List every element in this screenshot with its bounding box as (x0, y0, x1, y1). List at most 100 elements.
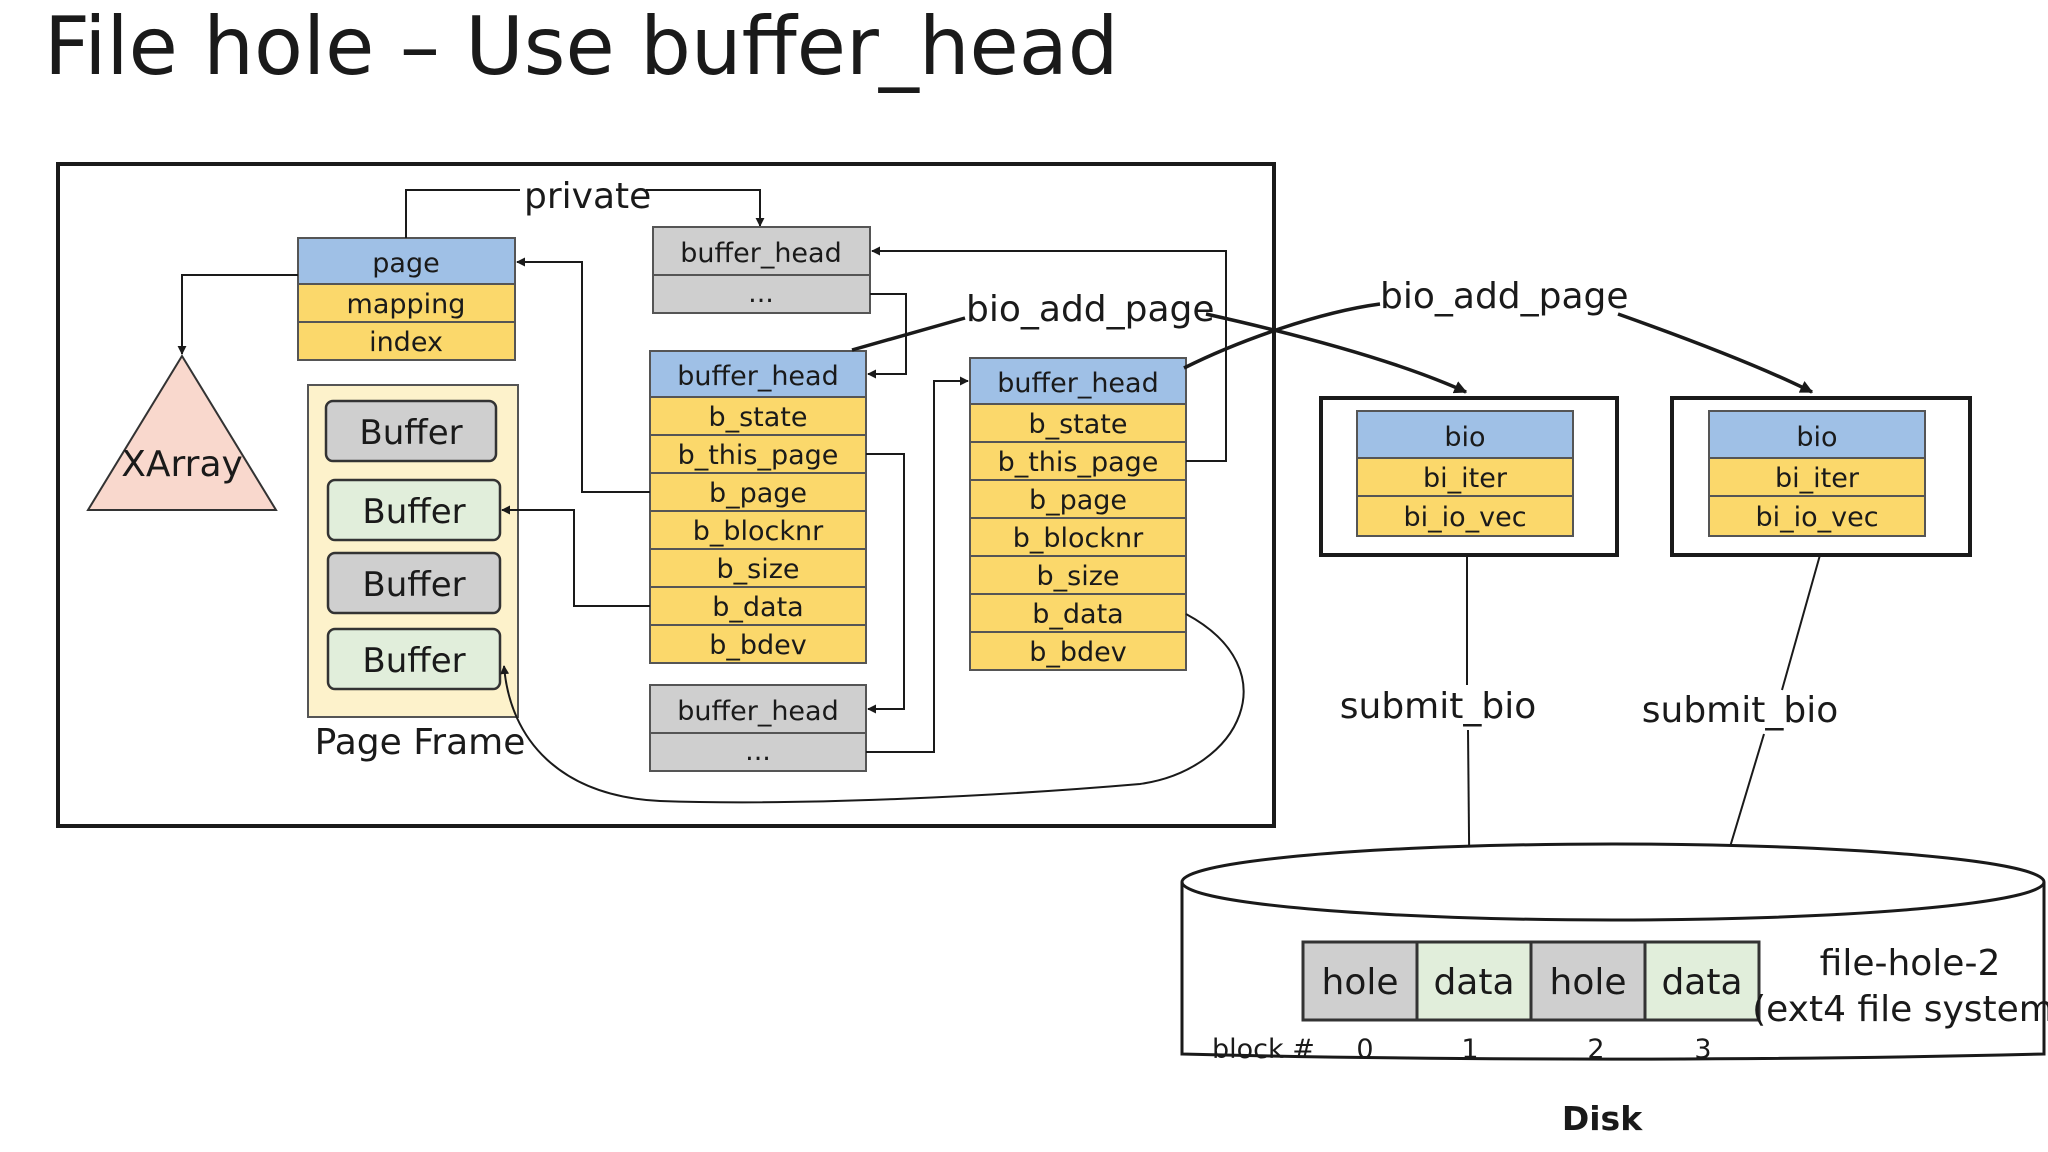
disk-top (1180, 842, 2046, 922)
bio-1-field-bi-iter-label: bi_iter (1423, 463, 1508, 494)
bh1-to-label-line (851, 316, 966, 352)
block-number-label: block # (1212, 1034, 1315, 1065)
xarray-label: XArray (121, 444, 243, 485)
disk-block-3-content: data (1661, 962, 1742, 1003)
bh1-this-page-arrow (866, 453, 905, 714)
bh-gray-bottom-body (649, 732, 867, 772)
page-field-index-label: index (369, 327, 443, 358)
buffer-1-label: Buffer (359, 413, 462, 453)
bh1-field-b-this-page-label: b_this_page (678, 440, 839, 471)
page-field-index (297, 321, 516, 361)
bh1-field-b-blocknr (649, 510, 867, 550)
disk-block-1 (1415, 940, 1533, 1022)
block-number-2: 2 (1587, 1034, 1604, 1065)
bh2-header (969, 357, 1187, 405)
buffer-3-label: Buffer (362, 565, 465, 605)
fs-type-label: (ext4 file system) (1752, 989, 2048, 1030)
bh1-field-b-bdev-label: b_bdev (709, 630, 807, 661)
buffer-2-label: Buffer (362, 492, 465, 532)
disk-block-1-content: data (1433, 962, 1514, 1003)
bh2-field-b-bdev-label: b_bdev (1029, 637, 1127, 668)
gray-top-next-arrow (867, 293, 907, 379)
bh2-field-b-size-label: b_size (1037, 561, 1120, 592)
page-frame: Buffer Buffer Buffer Buffer Page Frame (307, 384, 526, 763)
bio-2: bio bi_iter bi_io_vec (1670, 396, 1972, 557)
bh-gray-bottom-ellipsis: ... (745, 736, 771, 767)
bio-1-field-bi-io-vec-label: bi_io_vec (1403, 502, 1526, 533)
submit-bio-label-1: submit_bio (1340, 686, 1537, 727)
buffer-head-gray-top: buffer_head ... (652, 226, 871, 314)
buffer-2 (326, 478, 502, 542)
bh2-field-b-blocknr (969, 517, 1187, 557)
bio-2-title: bio (1796, 422, 1837, 453)
bh2-field-b-data (969, 593, 1187, 633)
bh1-field-b-state-label: b_state (708, 402, 807, 433)
bh2-b-data-to-buffer-curve (500, 613, 1245, 804)
buffer-head-1: buffer_head b_state b_this_page b_page b… (649, 350, 867, 664)
disk-block-0-content: hole (1322, 962, 1399, 1003)
buffer-head-gray-bottom: buffer_head ... (649, 684, 867, 772)
bio-2-field-bi-io-vec (1708, 495, 1926, 537)
private-link-arrow (646, 189, 765, 227)
disk-block-3 (1643, 940, 1761, 1022)
bh1-field-b-data (649, 586, 867, 626)
private-link-left (405, 189, 520, 238)
bio-2-field-bi-io-vec-label: bi_io_vec (1755, 502, 1878, 533)
bh2-field-b-data-label: b_data (1032, 599, 1123, 630)
bh-gray-bottom-header (649, 684, 867, 734)
bh1-b-data-to-buffer-arrow (501, 505, 650, 607)
buffer-1 (324, 399, 498, 463)
xarray-triangle (86, 354, 278, 511)
bio-add-page-label-2: bio_add_page (1380, 276, 1629, 317)
page-frame-label: Page Frame (315, 722, 526, 763)
bio-add-page-arrow-2 (1617, 312, 1814, 394)
private-label: private (524, 176, 651, 217)
bio-1-field-bi-iter (1356, 457, 1574, 497)
page-to-xarray-arrow (177, 274, 298, 355)
fs-name-label: file-hole-2 (1820, 943, 2001, 984)
bh1-title: buffer_head (677, 361, 838, 392)
bh2-field-b-page-label: b_page (1029, 485, 1127, 516)
bh-gray-top-body (652, 274, 871, 314)
bh2-field-b-bdev (969, 631, 1187, 671)
submit-bio-2-top (1781, 554, 1821, 691)
disk-label: Disk (1562, 1099, 1643, 1138)
disk-blocks: hole data hole data (1301, 940, 1761, 1022)
memory-frame (56, 162, 1276, 828)
bio-add-page-arrow-1 (1205, 312, 1468, 394)
bio-2-field-bi-iter (1708, 457, 1926, 497)
bio-1: bio bi_iter bi_io_vec (1319, 396, 1619, 557)
submit-bio-label-2: submit_bio (1642, 690, 1839, 731)
disk-block-2-content: hole (1550, 962, 1627, 1003)
bh-gray-top-ellipsis: ... (748, 278, 774, 309)
page-field-mapping-label: mapping (347, 289, 466, 320)
bh-gray-bottom-title: buffer_head (677, 696, 838, 727)
page-struct: page mapping index (297, 237, 516, 361)
buffer-head-2: buffer_head b_state b_this_page b_page b… (969, 357, 1187, 671)
bh2-field-b-state (969, 403, 1187, 443)
bh1-field-b-blocknr-label: b_blocknr (693, 516, 824, 547)
block-number-0: 0 (1356, 1034, 1373, 1065)
buffer-4-label: Buffer (362, 641, 465, 681)
block-number-1: 1 (1461, 1034, 1478, 1065)
bh1-field-b-page-label: b_page (709, 478, 807, 509)
buffer-3 (326, 551, 502, 615)
bio-1-header (1356, 410, 1574, 459)
bio-2-field-bi-iter-label: bi_iter (1775, 463, 1860, 494)
bh1-header (649, 350, 867, 398)
bh2-field-b-blocknr-label: b_blocknr (1013, 523, 1144, 554)
buffer-4 (326, 627, 502, 691)
bh2-to-label-line (1183, 302, 1381, 370)
bio-add-page-label-1: bio_add_page (966, 289, 1215, 330)
disk-block-2 (1529, 940, 1647, 1022)
gray-bottom-next-arrow (866, 376, 969, 753)
bh2-title: buffer_head (997, 368, 1158, 399)
bh1-field-b-data-label: b_data (712, 592, 803, 623)
bh1-field-b-page (649, 472, 867, 512)
bh2-field-b-this-page-label: b_this_page (998, 447, 1159, 478)
bh1-field-b-bdev (649, 624, 867, 664)
disk-block-0 (1301, 940, 1419, 1022)
bh-gray-top-title: buffer_head (680, 238, 841, 269)
bh1-b-page-to-page-arrow (516, 257, 650, 493)
